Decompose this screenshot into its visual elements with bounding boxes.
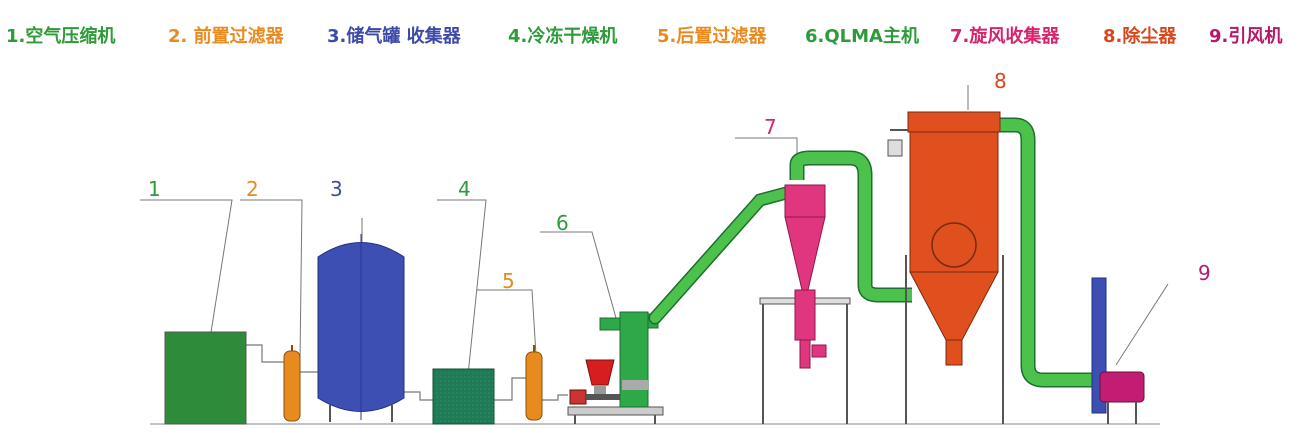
pre-filter (283, 350, 301, 422)
dust-collector (887, 111, 1004, 424)
freeze-dryer (432, 368, 495, 425)
pipe-cyclone-to-collector (789, 150, 912, 303)
callout-4: 4 (458, 177, 471, 201)
qlma-main-unit (567, 311, 664, 424)
legend-item-post-filter: 5.后置过滤器 (657, 26, 767, 47)
induced-fan (1091, 277, 1145, 424)
callout-9: 9 (1198, 261, 1211, 285)
post-filter (525, 351, 543, 421)
legend-item-cyclone-collector: 7.旋风收集器 (950, 26, 1060, 47)
callout-7: 7 (764, 115, 777, 139)
air-lines (246, 344, 568, 401)
legend: 1.空气压缩机 2. 前置过滤器 3.储气罐 收集器 4.冷冻干燥机 5.后置过… (0, 0, 1300, 60)
legend-item-freeze-dryer: 4.冷冻干燥机 (508, 26, 618, 47)
legend-item-air-compressor: 1.空气压缩机 (6, 26, 116, 47)
callout-1: 1 (148, 177, 161, 201)
legend-item-induced-fan: 9.引风机 (1209, 26, 1283, 47)
legend-item-qlma-main-unit: 6.QLMA主机 (805, 26, 919, 47)
callout-5: 5 (502, 269, 515, 293)
legend-item-dust-collector: 8.除尘器 (1103, 26, 1177, 47)
callout-3: 3 (330, 177, 343, 201)
cyclone-collector (759, 184, 851, 424)
pipe-mill-to-cyclone (648, 185, 797, 325)
legend-item-air-tank: 3.储气罐 收集器 (327, 26, 461, 47)
callout-2: 2 (246, 177, 259, 201)
feed-hopper (585, 359, 615, 386)
callout-6: 6 (556, 211, 569, 235)
pipe-collector-to-fan (1000, 117, 1100, 388)
air-compressor (164, 331, 247, 425)
legend-item-pre-filter: 2. 前置过滤器 (168, 26, 284, 47)
callout-8: 8 (994, 69, 1007, 93)
